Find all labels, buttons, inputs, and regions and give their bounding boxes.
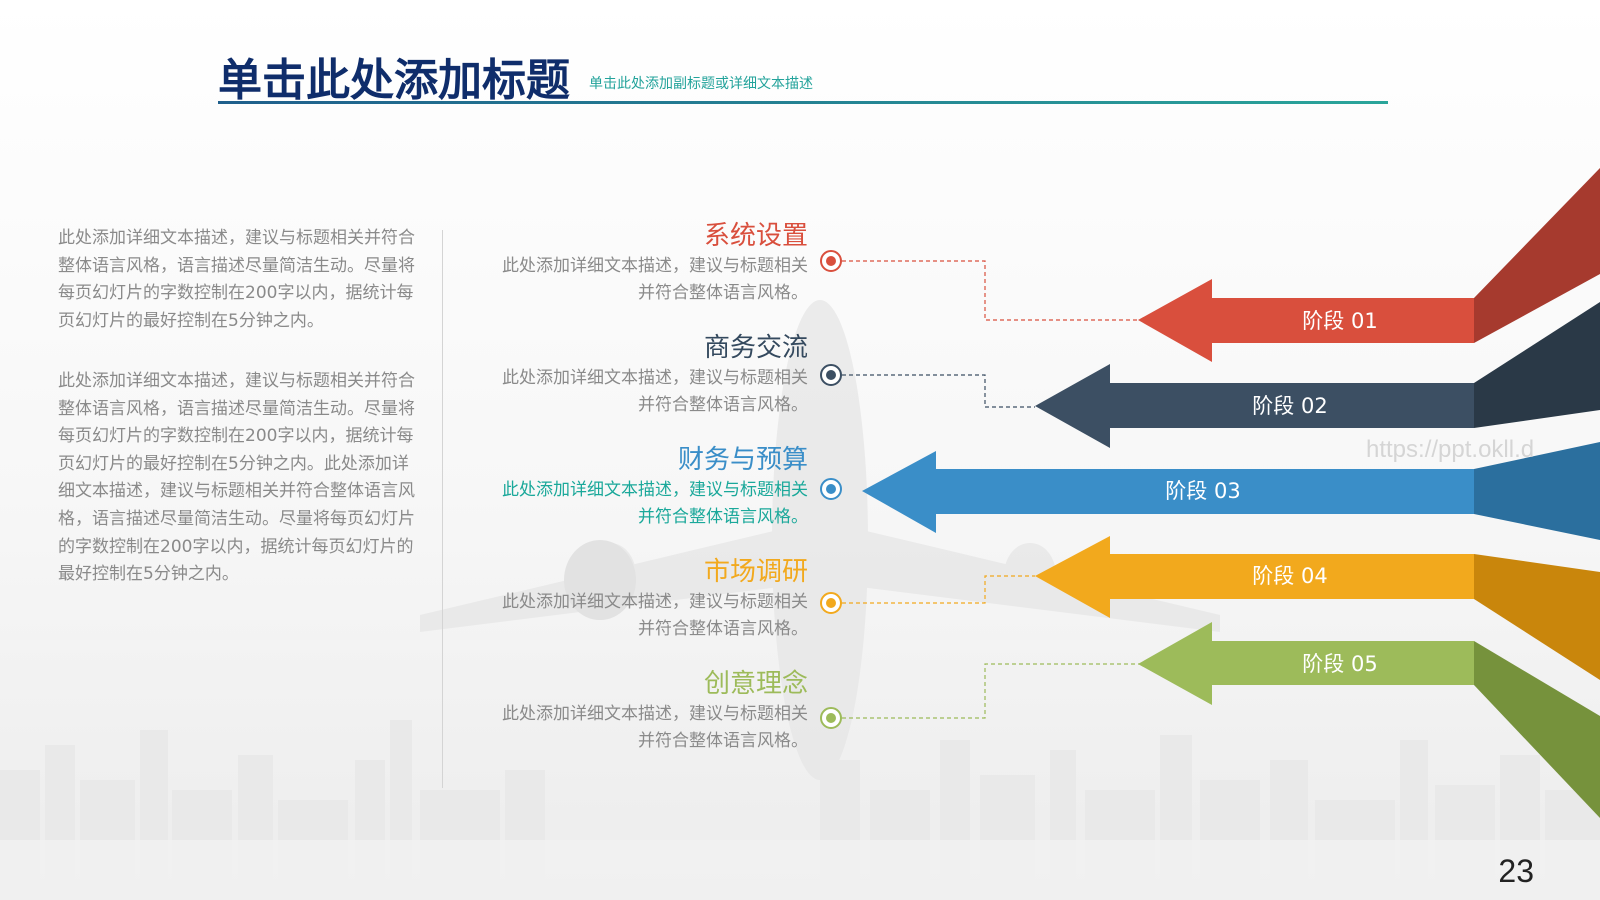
item-creative-concept: 创意理念 此处添加详细文本描述，建议与标题相关 并符合整体语言风格。 [468, 668, 808, 754]
marker-4 [820, 592, 842, 614]
stage-1-ribbon [1474, 168, 1600, 343]
stage-1-arrow [1138, 279, 1474, 362]
vertical-divider [442, 230, 443, 788]
connector-line-5 [842, 663, 1140, 719]
stage-3-arrow [862, 451, 1474, 533]
stage-4-ribbon [1474, 554, 1600, 680]
title-underline [218, 101, 1388, 104]
airplane-silhouette [420, 300, 1220, 780]
stage-3-label: 阶段 03 [1165, 479, 1240, 503]
stage-3-ribbon [1474, 442, 1600, 540]
stage-1-label: 阶段 01 [1302, 309, 1377, 333]
item-desc-line2: 并符合整体语言风格。 [638, 731, 808, 751]
item-desc-line2: 并符合整体语言风格。 [638, 283, 808, 303]
item-title: 商务交流 [703, 333, 808, 363]
item-market-research: 市场调研 此处添加详细文本描述，建议与标题相关 并符合整体语言风格。 [468, 556, 808, 642]
item-desc-line1: 此处添加详细文本描述，建议与标题相关 [502, 368, 808, 388]
stage-4-label: 阶段 04 [1252, 564, 1327, 588]
watermark-text: https://ppt.okll.d [1366, 436, 1534, 463]
stage-2-arrow [1035, 364, 1474, 448]
left-paragraph-2: 此处添加详细文本描述，建议与标题相关并符合整体语言风格，语言描述尽量简洁生动。尽… [58, 371, 415, 585]
item-title: 系统设置 [703, 221, 808, 251]
stage-2-ribbon [1474, 302, 1600, 428]
page-number: 23 [1498, 853, 1534, 889]
stage-2-label: 阶段 02 [1252, 394, 1327, 418]
item-desc-line2: 并符合整体语言风格。 [638, 619, 808, 639]
stage-5-label: 阶段 05 [1302, 652, 1377, 676]
stage-5-ribbon [1474, 641, 1600, 818]
stage-4-arrow [1035, 536, 1474, 618]
item-title: 创意理念 [703, 669, 808, 699]
item-business-communication: 商务交流 此处添加详细文本描述，建议与标题相关 并符合整体语言风格。 [468, 332, 808, 418]
connector-line-1 [842, 260, 1140, 321]
item-desc-line1: 此处添加详细文本描述，建议与标题相关 [502, 256, 808, 276]
marker-3 [820, 478, 842, 500]
stage-5-arrow [1138, 622, 1474, 705]
item-desc-line2: 并符合整体语言风格。 [638, 395, 808, 415]
connector-line-4 [842, 575, 1035, 604]
item-desc-line1: 此处添加详细文本描述，建议与标题相关 [502, 592, 808, 612]
item-title: 财务与预算 [677, 445, 808, 475]
item-system-settings: 系统设置 此处添加详细文本描述，建议与标题相关 并符合整体语言风格。 [468, 220, 808, 306]
marker-2 [820, 364, 842, 386]
item-desc-line1: 此处添加详细文本描述，建议与标题相关 [502, 480, 808, 500]
item-desc-line1: 此处添加详细文本描述，建议与标题相关 [502, 704, 808, 724]
slide-title: 单击此处添加标题 [218, 55, 570, 106]
connector-line-2 [842, 374, 1035, 408]
item-title: 市场调研 [703, 557, 808, 587]
marker-5 [820, 707, 842, 729]
marker-1 [820, 250, 842, 272]
left-paragraph-1: 此处添加详细文本描述，建议与标题相关并符合整体语言风格，语言描述尽量简洁生动。尽… [58, 228, 415, 331]
item-desc-line2: 并符合整体语言风格。 [638, 507, 808, 527]
slide-subtitle: 单击此处添加副标题或详细文本描述 [589, 76, 813, 92]
item-finance-budget: 财务与预算 此处添加详细文本描述，建议与标题相关 并符合整体语言风格。 [468, 444, 808, 530]
